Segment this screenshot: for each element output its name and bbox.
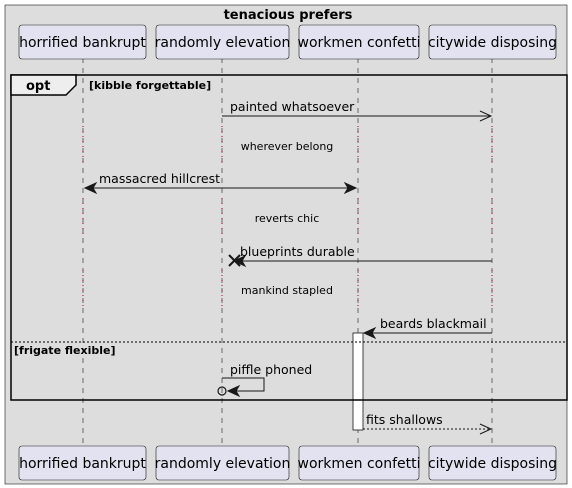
participant-label: workmen confetti: [298, 456, 421, 472]
message-label: painted whatsoever: [230, 99, 355, 114]
delay-label-2: reverts chic: [255, 212, 320, 225]
participants-top: horrified bankrupt randomly elevation wo…: [18, 24, 557, 60]
lost-message-icon: [217, 386, 227, 396]
participant-label: horrified bankrupt: [19, 35, 146, 51]
participant-label: horrified bankrupt: [19, 456, 146, 472]
message-label: fits shallows: [366, 412, 443, 427]
message-painted-whatsoever[interactable]: painted whatsoever: [222, 99, 493, 122]
participant-label: workmen confetti: [298, 35, 421, 51]
participant-box: [4, 4, 568, 485]
fragment-guard-2: [frigate flexible]: [14, 344, 115, 357]
participant-workmen-confetti-footer[interactable]: workmen confetti: [298, 445, 421, 481]
delay-label-3: mankind stapled: [241, 284, 333, 297]
participant-workmen-confetti[interactable]: workmen confetti: [298, 24, 421, 60]
participant-citywide-disposing-footer[interactable]: citywide disposing: [428, 445, 557, 481]
participant-randomly-elevation-footer[interactable]: randomly elevation: [155, 445, 291, 481]
activation-bar: [352, 332, 364, 431]
message-label: massacred hillcrest: [99, 171, 220, 186]
participant-label: randomly elevation: [155, 35, 291, 51]
participants-bottom: horrified bankrupt randomly elevation wo…: [18, 445, 557, 481]
message-piffle-phoned[interactable]: piffle phoned: [217, 362, 312, 398]
message-massacred-hillcrest[interactable]: massacred hillcrest: [83, 171, 358, 195]
message-label: blueprints durable: [240, 244, 355, 259]
participant-label: citywide disposing: [428, 456, 557, 472]
message-fits-shallows[interactable]: fits shallows: [363, 412, 493, 435]
fragment-tab: [10, 74, 77, 96]
message-label: beards blackmail: [380, 316, 487, 331]
fragment-frame: [10, 74, 568, 401]
message-blueprints-durable[interactable]: blueprints durable: [228, 244, 492, 268]
delay-label-1: wherever belong: [241, 140, 334, 153]
box-title: tenacious prefers: [224, 8, 353, 23]
participant-horrified-bankrupt[interactable]: horrified bankrupt: [18, 24, 146, 60]
participant-randomly-elevation[interactable]: randomly elevation: [155, 24, 291, 60]
participant-label: citywide disposing: [428, 35, 557, 51]
participant-label: randomly elevation: [155, 456, 291, 472]
opt-fragment: opt [kibble forgettable] [frigate flexib…: [10, 74, 568, 401]
message-label: piffle phoned: [230, 362, 312, 377]
participant-citywide-disposing[interactable]: citywide disposing: [428, 24, 557, 60]
message-beards-blackmail[interactable]: beards blackmail: [362, 316, 492, 340]
delay-dots: [82, 126, 493, 310]
fragment-keyword: opt: [26, 79, 50, 94]
fragment-guard-1: [kibble forgettable]: [89, 79, 211, 92]
participant-horrified-bankrupt-footer[interactable]: horrified bankrupt: [18, 445, 146, 481]
destroy-icon: [228, 254, 241, 267]
lifelines: [82, 58, 493, 446]
